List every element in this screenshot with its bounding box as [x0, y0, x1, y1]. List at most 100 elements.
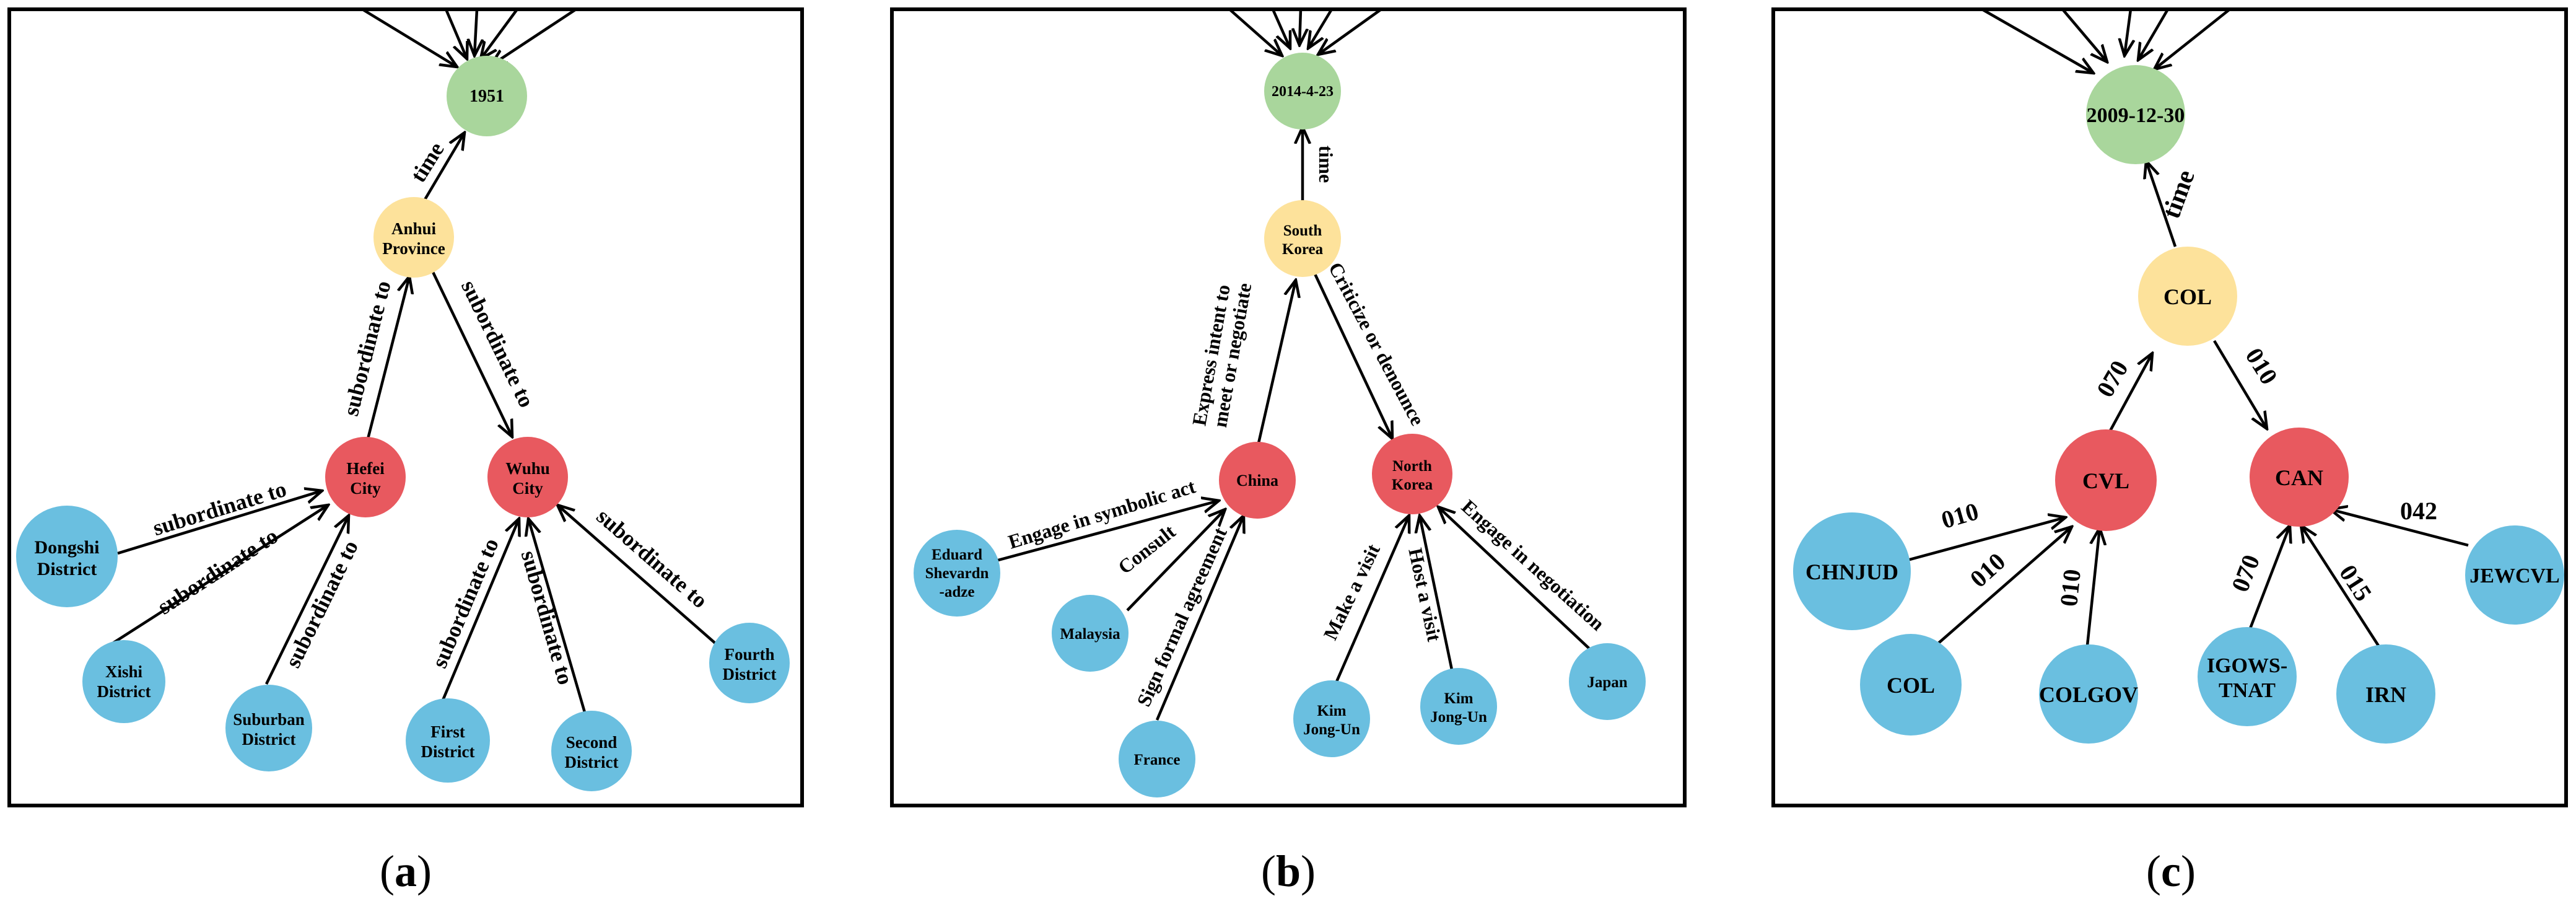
node-circle — [2055, 429, 2157, 531]
node-time: 1951 — [447, 56, 527, 136]
caption-a: (a) — [380, 846, 432, 896]
node-circle — [447, 56, 527, 136]
node-label: COLGOV — [2039, 682, 2138, 707]
caption-c: (c) — [2146, 846, 2196, 896]
node-label: Korea — [1282, 241, 1324, 258]
node-circle — [325, 437, 406, 517]
node-first-district: First District — [406, 698, 490, 783]
node-circle — [1569, 643, 1646, 720]
edge-label-col-can: 010 — [2240, 343, 2283, 389]
node-eduard-shevardnadze: Eduard Shevardn -adze — [914, 530, 1000, 617]
node-col: COL — [1860, 634, 1962, 736]
node-circle — [1264, 53, 1341, 130]
node-label: Xishi — [105, 662, 143, 681]
node-label: TNAT — [2219, 679, 2276, 702]
node-kim-jong-un-1: Kim Jong-Un — [1293, 680, 1370, 757]
node-label: District — [421, 742, 475, 761]
node-circle — [1119, 721, 1195, 797]
node-irn: IRN — [2336, 644, 2435, 744]
node-circle — [373, 197, 454, 278]
node-circle — [1264, 200, 1341, 277]
edge-label-first-wuhu: subordinate to — [427, 535, 504, 672]
panel-b-frame — [890, 7, 1687, 807]
incoming-edge — [1299, 9, 1301, 45]
node-anhui-province: Anhui Province — [373, 197, 454, 278]
node-hefei-city: Hefei City — [325, 437, 406, 517]
edge-time — [2146, 161, 2177, 247]
node-label: 2014-4-23 — [1272, 84, 1334, 100]
node-label: District — [565, 753, 619, 771]
edge-hefei-anhui — [366, 276, 409, 439]
node-label: District — [242, 730, 296, 749]
edge-china-south — [1257, 280, 1296, 444]
edge-label-jewcvl-can: 042 — [2400, 497, 2437, 525]
node-label: Wuhu — [505, 459, 550, 478]
node-circle — [551, 711, 632, 791]
node-label: IGOWS- — [2207, 654, 2287, 677]
incoming-edges — [1981, 8, 2231, 73]
incoming-edge — [1228, 8, 1282, 56]
edge-first-wuhu — [441, 519, 519, 701]
panel-c: time 070 010 010 010 010 070 015 042 200… — [1793, 8, 2564, 744]
node-label: South — [1283, 222, 1322, 239]
node-label: Hefei — [346, 459, 385, 478]
edge-time — [424, 133, 465, 201]
node-chnjud: CHNJUD — [1793, 512, 1911, 630]
node-suburban-district: Suburban District — [225, 685, 312, 771]
node-label: COL — [2163, 284, 2212, 309]
node-circle — [709, 623, 790, 703]
edge-xishi-hefei — [103, 505, 328, 650]
node-circle — [2039, 644, 2138, 744]
edge-south-north — [1312, 272, 1392, 439]
node-circle — [1219, 442, 1296, 519]
incoming-edges — [361, 8, 577, 67]
node-second-district: Second District — [551, 711, 632, 791]
incoming-edge — [1318, 8, 1382, 55]
node-label: Suburban — [233, 710, 305, 729]
incoming-edge — [1271, 9, 1290, 48]
edge-chnjud-cvl — [1888, 517, 2066, 567]
edge-france-china — [1155, 516, 1244, 721]
edge-eduard-china — [961, 501, 1219, 572]
node-circle — [1793, 512, 1911, 630]
node-label: Second — [566, 733, 618, 752]
incoming-edge — [361, 8, 457, 67]
incoming-edges — [1228, 8, 1382, 56]
panel-c-frame — [1771, 7, 2568, 807]
node-label: City — [350, 479, 381, 498]
edge-label-hefei-anhui: subordinate to — [338, 278, 396, 418]
edge-irn-can — [2301, 525, 2380, 647]
node-circle — [2198, 627, 2297, 726]
edge-malaysia-china — [1126, 509, 1225, 612]
node-malaysia: Malaysia — [1052, 595, 1129, 672]
incoming-edge — [491, 8, 577, 66]
node-label: Eduard — [932, 547, 982, 563]
node-circle — [2465, 525, 2564, 625]
node-label: Kim — [1317, 703, 1346, 719]
node-label: Japan — [1587, 674, 1627, 691]
incoming-edge — [2138, 8, 2169, 60]
node-label: District — [97, 682, 151, 701]
node-japan: Japan — [1569, 643, 1646, 720]
caption-b: (b) — [1261, 846, 1316, 896]
node-circle — [1052, 595, 1129, 672]
edge-jewcvl-can — [2330, 509, 2469, 547]
edge-label-kim2-north: Host a visit — [1404, 546, 1446, 643]
node-circle — [1293, 680, 1370, 757]
node-col-top: COL — [2138, 247, 2237, 346]
edge-label-igows-can: 070 — [2226, 551, 2266, 595]
node-label: City — [512, 479, 543, 498]
node-label: -adze — [940, 584, 975, 600]
node-jewcvl: JEWCVL — [2465, 525, 2564, 625]
edge-label-chnjud-cvl: 010 — [1938, 497, 1981, 534]
incoming-edge — [2154, 8, 2231, 69]
node-label: Fourth — [725, 645, 775, 664]
incoming-edge — [1981, 8, 2094, 73]
edge-kim1-north — [1335, 516, 1409, 682]
edge-cvl-col — [2105, 353, 2152, 440]
node-label: Dongshi — [34, 537, 99, 558]
node-label: District — [37, 559, 97, 579]
node-circle — [1420, 668, 1497, 745]
edge-col-can — [2213, 340, 2267, 429]
